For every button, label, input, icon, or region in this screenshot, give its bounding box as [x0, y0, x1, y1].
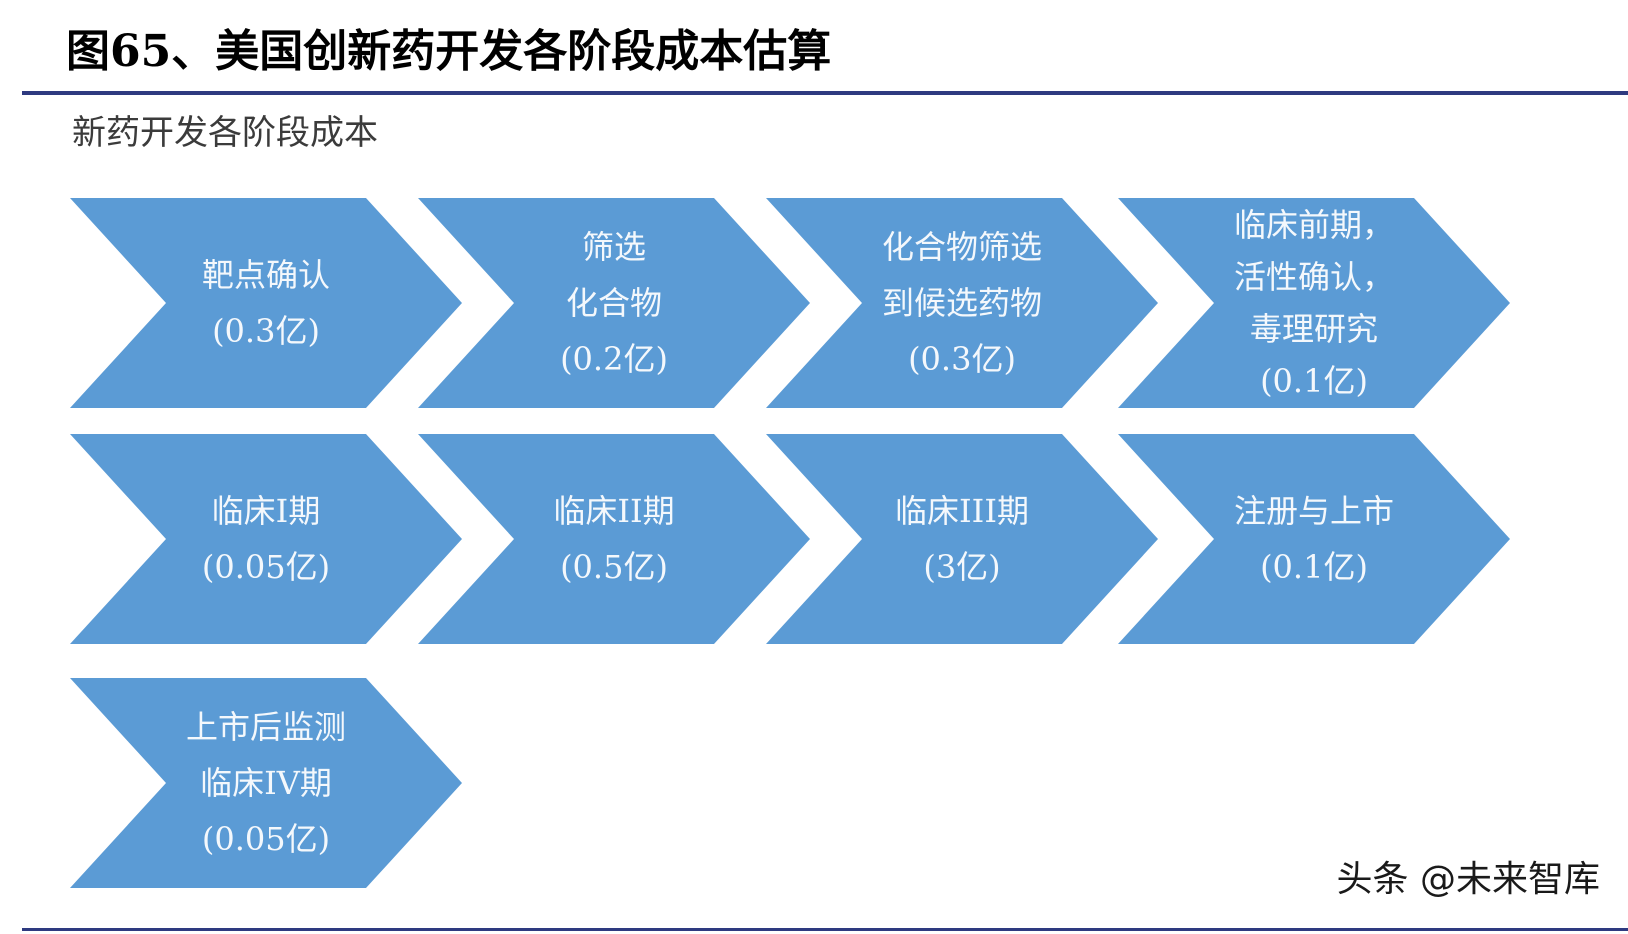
- chevron-arrow: [766, 434, 1158, 644]
- stage-label: 临床前期， 活性确认， 毒理研究 (0.1亿): [1118, 198, 1510, 408]
- stage-name-line: 临床前期，: [1233, 206, 1394, 244]
- watermark: 头条 @未来智库: [1336, 859, 1600, 900]
- stage-chevron: 临床II期 (0.5亿): [418, 434, 810, 644]
- bottom-divider: [22, 928, 1628, 931]
- stage-name-line: 临床IV期: [200, 764, 332, 802]
- stage-name-line: 临床III期: [895, 492, 1029, 530]
- stage-cost: (0.05亿): [201, 820, 331, 858]
- chevron-shape: [70, 434, 462, 644]
- chevron-shape: [70, 678, 462, 888]
- stage-name-line: 筛选: [581, 228, 646, 266]
- title-divider: [22, 91, 1628, 95]
- stage-chevron: 临床III期 (3亿): [766, 434, 1158, 644]
- figure-title: 图65、美国创新药开发各阶段成本估算: [66, 26, 832, 77]
- stage-name-line: 到候选药物: [881, 284, 1042, 322]
- chevron-shape: [766, 434, 1158, 644]
- stage-cost: (0.1亿): [1260, 548, 1368, 586]
- stage-name-line: 上市后监测: [185, 708, 346, 746]
- chevron-arrow: [70, 678, 462, 888]
- stage-name-line: 靶点确认: [201, 256, 330, 294]
- stage-chevron: 临床前期， 活性确认， 毒理研究 (0.1亿): [1118, 198, 1510, 408]
- stage-label: 化合物筛选到候选药物 (0.3亿): [766, 198, 1158, 408]
- stage-name-line: 临床I期: [211, 492, 321, 530]
- stage-name-line: 活性确认，: [1233, 258, 1394, 296]
- stage-label: 临床II期 (0.5亿): [418, 434, 810, 644]
- stage-chevron: 临床I期 (0.05亿): [70, 434, 462, 644]
- chevron-arrow: [418, 198, 810, 408]
- chevron-shape: [418, 198, 810, 408]
- stage-name-line: 毒理研究: [1249, 310, 1378, 348]
- stage-label: 上市后监测临床IV期 (0.05亿): [70, 678, 462, 888]
- stage-chevron: 注册与上市 (0.1亿): [1118, 434, 1510, 644]
- chevron-shape: [1118, 434, 1510, 644]
- stage-name-line: 临床II期: [553, 492, 675, 530]
- stage-name-line: 化合物: [565, 284, 662, 322]
- stage-chevron: 筛选化合物 (0.2亿): [418, 198, 810, 408]
- chevron-shape: [70, 198, 462, 408]
- stage-label: 靶点确认 (0.3亿): [70, 198, 462, 408]
- stage-chevron: 化合物筛选到候选药物 (0.3亿): [766, 198, 1158, 408]
- diagram-title: 新药开发各阶段成本: [72, 113, 378, 153]
- stage-cost: (0.5亿): [560, 548, 668, 586]
- stage-cost: (0.1亿): [1260, 362, 1368, 400]
- stage-chevron: 靶点确认 (0.3亿): [70, 198, 462, 408]
- stage-cost: (0.2亿): [560, 340, 668, 378]
- stage-label: 筛选化合物 (0.2亿): [418, 198, 810, 408]
- chevron-arrow: [766, 198, 1158, 408]
- chevron-arrow: [1118, 434, 1510, 644]
- stage-cost: (0.3亿): [212, 312, 320, 350]
- stage-cost: (0.3亿): [908, 340, 1016, 378]
- chevron-arrow: [70, 198, 462, 408]
- chevron-shape: [766, 198, 1158, 408]
- stage-cost: (3亿): [923, 548, 1001, 586]
- chevron-arrow: [70, 434, 462, 644]
- stage-label: 临床I期 (0.05亿): [70, 434, 462, 644]
- stage-label: 临床III期 (3亿): [766, 434, 1158, 644]
- stage-label: 注册与上市 (0.1亿): [1118, 434, 1510, 644]
- stage-chevron: 上市后监测临床IV期 (0.05亿): [70, 678, 462, 888]
- stage-name-line: 化合物筛选: [881, 228, 1042, 266]
- chevron-arrow: [418, 434, 810, 644]
- stage-cost: (0.05亿): [201, 548, 331, 586]
- stage-name-line: 注册与上市: [1233, 492, 1394, 530]
- chevron-arrow: [1118, 198, 1510, 408]
- chevron-shape: [1118, 198, 1510, 408]
- chevron-shape: [418, 434, 810, 644]
